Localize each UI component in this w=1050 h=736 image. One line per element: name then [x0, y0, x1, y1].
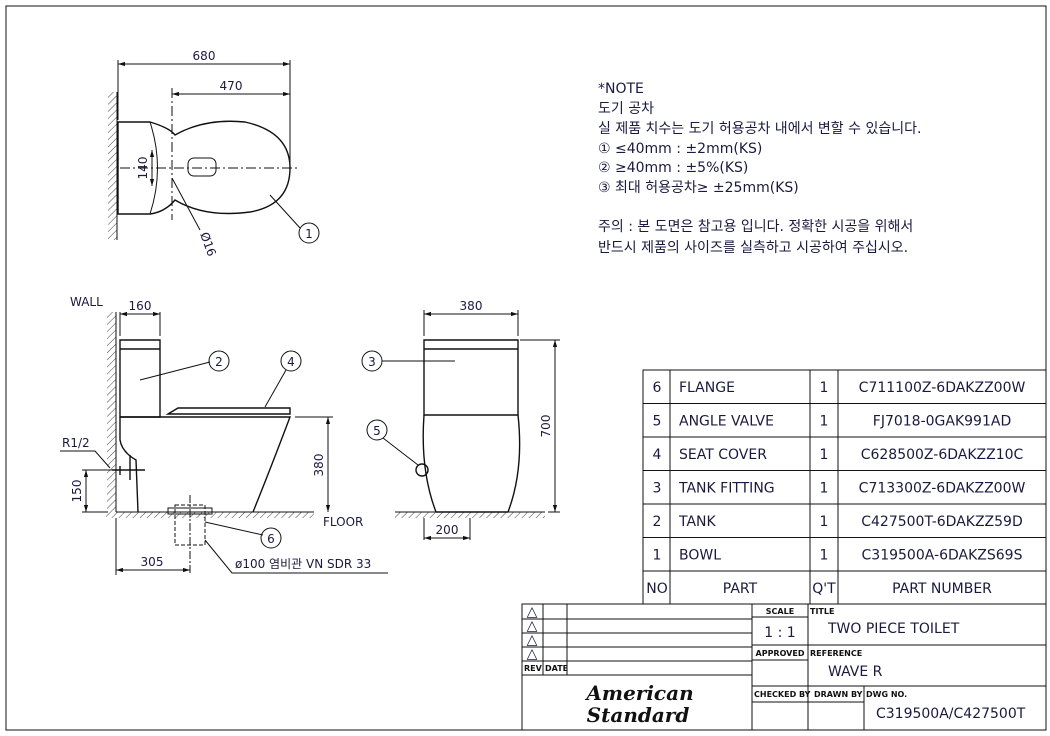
seat-cover-side [165, 407, 291, 415]
table-cell-part-number: C713300Z-6DAKZZ00W [859, 480, 1026, 496]
angle-valve-front [415, 463, 429, 477]
dim-380-width: 380 [460, 299, 483, 313]
note-line: ③ 최대 허용공차≥ ±25mm(KS) [598, 180, 799, 196]
scale-value: 1 : 1 [764, 625, 795, 641]
table-cell-qty: 1 [820, 480, 829, 496]
title-block: △ △ △ △ REV DATE American Standard SCALE… [521, 603, 1047, 731]
table-cell-no: 3 [653, 480, 662, 496]
table-cell-qty: 1 [820, 447, 829, 463]
table-cell-no: 2 [653, 514, 662, 530]
table-cell-part-number: FJ7018-0GAK991AD [873, 413, 1011, 429]
scale-label: SCALE [766, 607, 794, 616]
dim-380-seat: 380 [312, 454, 326, 477]
logo-standard: Standard [587, 703, 690, 727]
table-cell-part: ANGLE VALVE [679, 413, 774, 429]
note-line: 실 제품 치수는 도기 허용공차 내에서 변할 수 있습니다. [598, 121, 921, 137]
svg-text:3: 3 [368, 355, 376, 369]
dim-470: 470 [220, 79, 243, 93]
checked-by-label: CHECKED BY [754, 690, 811, 699]
table-cell-no: 5 [653, 413, 662, 429]
bowl-front [422, 414, 521, 513]
dim-150: 150 [70, 480, 84, 503]
svg-text:2: 2 [215, 355, 223, 369]
approved-label: APPROVED [756, 649, 805, 658]
svg-text:4: 4 [287, 355, 295, 369]
rev-mark: △ [527, 604, 538, 620]
dim-200: 200 [436, 523, 459, 537]
side-view: WALL FLOOR 160 305 150 R1/2 380 2 4 [60, 295, 388, 575]
table-cell-part: SEAT COVER [679, 447, 767, 463]
wall-label: WALL [70, 295, 103, 309]
note-line: ② ≥40mm : ±5%(KS) [598, 160, 748, 176]
header-part-number: PART NUMBER [892, 581, 992, 597]
notes-block: *NOTE 도기 공차 실 제품 치수는 도기 허용공차 내에서 변할 수 있습… [598, 81, 921, 256]
rev-mark: △ [527, 646, 538, 662]
svg-text:5: 5 [373, 424, 381, 438]
table-cell-qty: 1 [820, 413, 829, 429]
balloon-3 [361, 350, 383, 372]
angle-valve-side [112, 455, 145, 480]
title-value: TWO PIECE TOILET [827, 621, 960, 637]
floor-hatch [106, 512, 314, 518]
parts-table: NO PART Q'T PART NUMBER 6 FLANGE 1 C711100Z… [642, 369, 1047, 605]
rev-mark: △ [527, 618, 538, 634]
svg-text:6: 6 [267, 532, 275, 546]
table-cell-part: TANK FITTING [678, 480, 775, 496]
dim-140: 140 [136, 157, 150, 180]
header-qty: Q'T [812, 581, 836, 597]
table-cell-qty: 1 [820, 380, 829, 396]
dim-700: 700 [539, 415, 553, 438]
title-label: TITLE [810, 607, 834, 616]
dim-680: 680 [193, 49, 216, 63]
outlet-plan [187, 157, 217, 177]
header-part: PART [723, 581, 758, 597]
drawn-by-label: DRAWN BY [814, 690, 863, 699]
table-cell-part: TANK [678, 514, 717, 530]
table-cell-part: BOWL [679, 547, 721, 563]
table-cell-qty: 1 [820, 514, 829, 530]
balloon-2 [208, 350, 230, 372]
balloon-6 [260, 527, 282, 549]
header-no: NO [646, 581, 668, 597]
table-cell-no: 1 [653, 547, 662, 563]
table-cell-part-number: C427500T-6DAKZZ59D [861, 514, 1023, 530]
supply-label: R1/2 [62, 436, 90, 450]
tank-side [119, 339, 161, 418]
tank-front [423, 339, 519, 416]
table-cell-part-number: C711100Z-6DAKZZ00W [859, 380, 1026, 396]
note-line: 도기 공차 [598, 101, 654, 117]
table-cell-part-number: C628500Z-6DAKZZ10C [861, 447, 1024, 463]
wall-hatch [108, 92, 117, 240]
pipe-label: ø100 염비관 VN SDR 33 [235, 557, 371, 571]
plan-view: 680 470 140 Ø16 1 [108, 49, 320, 258]
note-line: 주의 : 본 도면은 참고용 입니다. 정확한 시공을 위해서 [598, 219, 913, 235]
rev-label: REV [524, 664, 543, 673]
note-line: ① ≤40mm : ±2mm(KS) [598, 141, 762, 157]
floor-label: FLOOR [323, 515, 363, 529]
logo-american: American [584, 681, 693, 705]
rev-mark: △ [527, 632, 538, 648]
reference-value: WAVE R [828, 664, 883, 680]
bowl-side [119, 416, 292, 513]
balloon-4 [280, 350, 302, 372]
dim-305: 305 [141, 555, 164, 569]
date-label: DATE [545, 664, 568, 673]
table-cell-qty: 1 [820, 547, 829, 563]
table-cell-part-number: C319500A-6DAKZS69S [862, 547, 1023, 563]
balloon-1 [298, 222, 320, 244]
dim-160: 160 [129, 299, 152, 313]
dwg-no-label: DWG NO. [866, 690, 907, 699]
table-cell-part: FLANGE [679, 380, 735, 396]
dwg-no-value: C319500A/C427500T [876, 706, 1026, 722]
reference-label: REFERENCE [810, 649, 862, 658]
note-line: 반드시 제품의 사이즈를 실측하고 시공하여 주십시오. [598, 240, 908, 256]
table-cell-no: 4 [653, 447, 662, 463]
note-heading: *NOTE [598, 81, 644, 97]
svg-text:1: 1 [305, 227, 313, 241]
dim-hole-dia: Ø16 [197, 230, 219, 258]
table-cell-no: 6 [653, 380, 662, 396]
balloon-5 [366, 419, 388, 441]
front-view: 380 700 200 3 5 [361, 299, 560, 541]
